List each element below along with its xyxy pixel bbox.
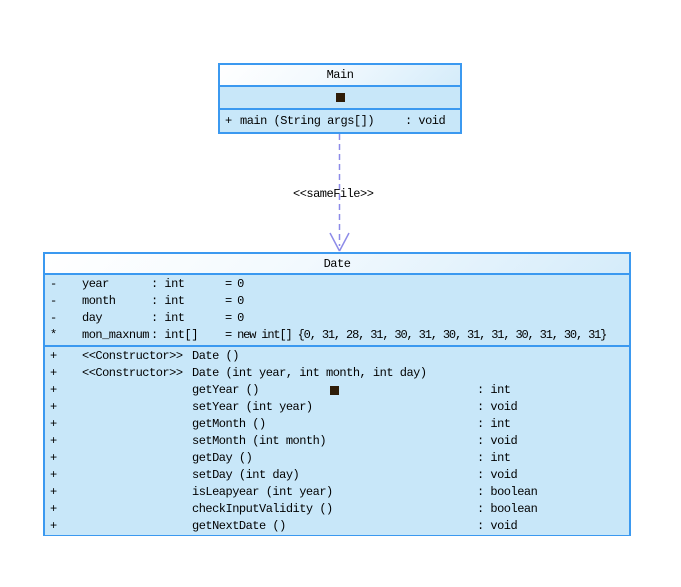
- method-return-type: : boolean: [477, 485, 538, 499]
- class-name-date: Date: [323, 256, 351, 271]
- method-row[interactable]: + isLeapyear (int year) : boolean: [45, 484, 629, 501]
- method-stereotype: [82, 467, 192, 484]
- class-header-date[interactable]: Date: [45, 254, 629, 275]
- method-return-type: : void: [477, 434, 518, 448]
- method-visibility: +: [225, 113, 232, 128]
- method-signature: checkInputValidity (): [192, 502, 333, 516]
- method-signature: setDay (int day): [192, 468, 300, 482]
- method-signature: getNextDate (): [192, 519, 286, 533]
- method-visibility: +: [50, 468, 57, 482]
- method-visibility: +: [50, 519, 57, 533]
- method-signature: setMonth (int month): [192, 434, 327, 448]
- method-stereotype: [82, 399, 192, 416]
- method-return-type: : void: [405, 113, 446, 128]
- method-signature: getDay (): [192, 451, 253, 465]
- date-attributes-section[interactable]: - year : int = 0 - month : int = 0 - day…: [45, 275, 629, 347]
- attribute-name: day: [82, 311, 103, 325]
- method-signature: getMonth (): [192, 417, 266, 431]
- attribute-row[interactable]: * mon_maxnum : int[] = new int[] {0, 31,…: [45, 327, 629, 344]
- method-stereotype: [82, 382, 192, 399]
- method-signature: main (String args[]): [240, 113, 375, 128]
- selection-marker: [330, 386, 339, 395]
- attribute-type: : int: [151, 277, 185, 291]
- attribute-visibility: *: [50, 328, 57, 342]
- attribute-visibility: -: [50, 294, 57, 308]
- method-row[interactable]: + getNextDate () : void: [45, 518, 629, 535]
- method-row[interactable]: + <<Constructor>> Date (): [45, 348, 629, 365]
- method-stereotype: [82, 450, 192, 467]
- method-stereotype: [82, 484, 192, 501]
- class-box-date[interactable]: Date - year : int = 0 - month : int = 0 …: [43, 252, 631, 536]
- method-visibility: +: [50, 366, 57, 380]
- method-visibility: +: [50, 400, 57, 414]
- method-return-type: : void: [477, 519, 518, 533]
- method-stereotype: <<Constructor>>: [82, 349, 183, 363]
- method-row[interactable]: + setDay (int day) : void: [45, 467, 629, 484]
- date-methods-section[interactable]: + <<Constructor>> Date () + <<Constructo…: [45, 347, 629, 535]
- attribute-default-value: = 0: [225, 311, 244, 325]
- dependency-label[interactable]: <<sameFile>>: [293, 187, 374, 201]
- method-visibility: +: [50, 417, 57, 431]
- attribute-name: year: [82, 277, 109, 291]
- method-visibility: +: [50, 383, 57, 397]
- method-return-type: : int: [477, 451, 511, 465]
- method-signature: isLeapyear (int year): [192, 485, 333, 499]
- method-signature: getYear (): [192, 383, 260, 397]
- method-row[interactable]: + setYear (int year) : void: [45, 399, 629, 416]
- class-name-main: Main: [326, 68, 354, 82]
- main-methods-section[interactable]: + main (String args[]) : void: [220, 110, 460, 132]
- method-stereotype: <<Constructor>>: [82, 366, 183, 380]
- attribute-type: : int: [151, 311, 185, 325]
- method-visibility: +: [50, 451, 57, 465]
- dependency-arrow[interactable]: [325, 134, 355, 254]
- method-return-type: : int: [477, 383, 511, 397]
- method-visibility: +: [50, 502, 57, 516]
- class-header-main[interactable]: Main: [220, 65, 460, 87]
- method-row[interactable]: + checkInputValidity () : boolean: [45, 501, 629, 518]
- selection-marker: [336, 93, 345, 102]
- method-visibility: +: [50, 485, 57, 499]
- method-row[interactable]: + <<Constructor>> Date (int year, int mo…: [45, 365, 629, 382]
- method-stereotype: [82, 433, 192, 450]
- attribute-row[interactable]: - month : int = 0: [45, 293, 629, 310]
- method-return-type: : void: [477, 400, 518, 414]
- attribute-visibility: -: [50, 277, 57, 291]
- method-row[interactable]: + getDay () : int: [45, 450, 629, 467]
- attribute-default-value: = 0: [225, 277, 244, 291]
- main-attributes-section[interactable]: [220, 87, 460, 110]
- method-signature: Date (int year, int month, int day): [192, 366, 427, 380]
- attribute-default-value: = 0: [225, 294, 244, 308]
- attribute-visibility: -: [50, 311, 57, 325]
- method-row[interactable]: + getMonth () : int: [45, 416, 629, 433]
- method-signature: setYear (int year): [192, 400, 313, 414]
- method-signature: Date (): [192, 349, 239, 363]
- method-row[interactable]: + getYear () : int: [45, 382, 629, 399]
- class-box-main[interactable]: Main + main (String args[]) : void: [218, 63, 462, 134]
- attribute-name: month: [82, 294, 116, 308]
- method-row[interactable]: + setMonth (int month) : void: [45, 433, 629, 450]
- attribute-default-value: = new int[] {0, 31, 28, 31, 30, 31, 30, …: [225, 328, 607, 342]
- method-visibility: +: [50, 434, 57, 448]
- method-return-type: : int: [477, 417, 511, 431]
- attribute-row[interactable]: - year : int = 0: [45, 276, 629, 293]
- method-return-type: [477, 348, 629, 365]
- method-stereotype: [82, 501, 192, 518]
- method-row[interactable]: + main (String args[]) : void: [220, 113, 460, 130]
- method-visibility: +: [50, 349, 57, 363]
- method-return-type: : boolean: [477, 502, 538, 516]
- method-return-type: : void: [477, 468, 518, 482]
- attribute-row[interactable]: - day : int = 0: [45, 310, 629, 327]
- attribute-type: : int[]: [151, 328, 198, 342]
- attribute-name: mon_maxnum: [82, 328, 150, 342]
- attribute-type: : int: [151, 294, 185, 308]
- method-stereotype: [82, 416, 192, 433]
- open-arrowhead-icon: [329, 232, 350, 252]
- method-return-type: [477, 365, 629, 382]
- method-stereotype: [82, 518, 192, 535]
